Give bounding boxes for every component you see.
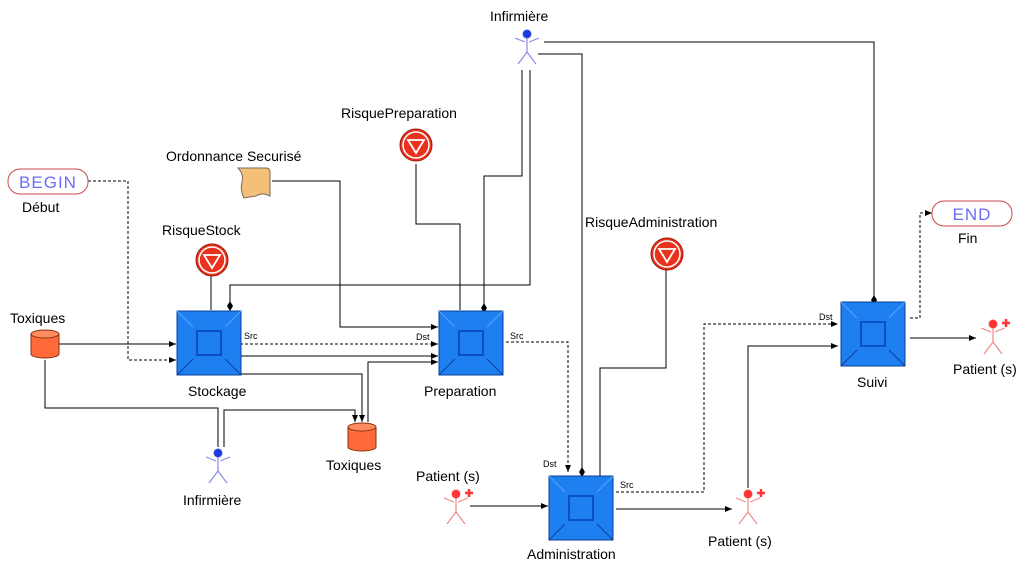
infirmiere-to-administration-connector (538, 53, 585, 477)
port-label: Dst (819, 312, 833, 322)
port-label: Src (244, 331, 258, 341)
patient-icon[interactable] (735, 489, 765, 525)
store-icon[interactable] (347, 422, 377, 452)
infirmiere-to-suivi-connector (544, 41, 877, 305)
port-label: Src (510, 331, 524, 341)
actor-label-patient-suivi-out: Patient (s) (953, 361, 1017, 377)
patient-to-suivi-connector (747, 343, 838, 488)
preparation-to-administration-connector (506, 341, 571, 472)
begin-to-stockage-connector (88, 180, 176, 363)
document-icon (236, 167, 271, 199)
end-terminator[interactable]: END (931, 200, 1013, 227)
administration-to-suivi-dashed-connector (616, 321, 838, 493)
store-label-toxiques-bottom: Toxiques (326, 457, 381, 473)
end-terminator-text: END (953, 205, 992, 224)
begin-terminator-text: BEGIN (19, 173, 77, 192)
activity-label-administration: Administration (527, 546, 616, 562)
activity-icon (840, 301, 906, 367)
actor-label-patient-admin-out: Patient (s) (708, 533, 772, 549)
port-label: Dst (416, 332, 430, 342)
begin-terminator-icon (7, 168, 89, 195)
actor-icon[interactable] (205, 448, 231, 484)
infirmiere-to-stockage-connector (227, 70, 531, 311)
activity-icon (176, 310, 242, 376)
activity-suivi[interactable] (840, 301, 906, 367)
document-ordonnance[interactable] (236, 167, 271, 199)
document-label: Ordonnance Securisé (166, 148, 302, 164)
risk-icon[interactable] (195, 243, 229, 277)
infirmiere-to-preparation-connector (481, 70, 523, 313)
port-label: Src (620, 480, 634, 490)
end-label: Fin (958, 230, 977, 246)
patient-icon[interactable] (443, 489, 473, 525)
ordonnance-to-preparation-connector (272, 180, 438, 330)
activity-stockage[interactable] (176, 310, 242, 376)
toxiques-to-infirmiere-connector (44, 360, 219, 447)
activity-label-suivi: Suivi (857, 374, 887, 390)
actor-label-infirmiere-bottom: Infirmière (183, 492, 242, 508)
store-label-toxiques-left: Toxiques (10, 310, 65, 326)
port-label: Dst (543, 459, 557, 469)
activity-label-stockage: Stockage (188, 383, 247, 399)
activity-icon (438, 310, 504, 376)
connectors (44, 41, 976, 512)
suivi-to-end-connector (910, 210, 932, 319)
activity-preparation[interactable] (438, 310, 504, 376)
actor-label-patient-admin-in: Patient (s) (416, 468, 480, 484)
risk-icon[interactable] (399, 128, 433, 162)
risk-label-administration: RisqueAdministration (585, 214, 717, 230)
risk-label-stock: RisqueStock (162, 222, 242, 238)
risqueadministration-connector (599, 270, 667, 476)
stockage-to-toxiques-connector (240, 373, 365, 422)
end-terminator-icon (931, 200, 1013, 227)
toxiques-to-preparation-connector (367, 359, 438, 422)
begin-terminator[interactable]: BEGIN (7, 168, 89, 195)
activity-icon (548, 475, 614, 541)
risquepreparation-connector (415, 164, 461, 310)
risk-icon[interactable] (650, 237, 684, 271)
infirmiere-to-toxiques-connector (223, 409, 358, 447)
activity-label-preparation: Preparation (424, 383, 496, 399)
activity-administration[interactable] (548, 475, 614, 541)
patient-icon[interactable] (980, 319, 1010, 355)
store-icon[interactable] (30, 329, 60, 359)
risk-label-preparation: RisquePreparation (341, 105, 457, 121)
begin-label: Début (22, 199, 59, 215)
actor-label-infirmiere-top: Infirmière (490, 8, 549, 24)
actor-icon[interactable] (514, 29, 540, 65)
